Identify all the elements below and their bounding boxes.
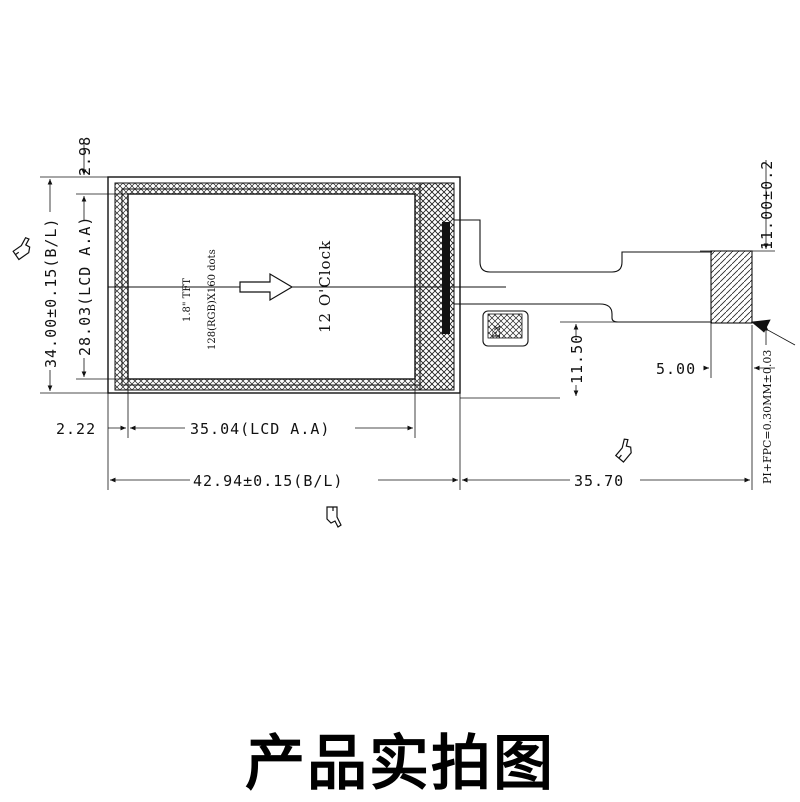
dim-top-offset: 2.98 [76,136,94,176]
driver-ic [442,222,450,334]
pointing-hand-icon [12,236,31,261]
fpc-thickness-note: PI+FPC=0.30MM±0.03 [761,350,774,484]
dim-fpc-position: 11.50 [568,334,586,384]
dimension-lines [40,140,796,490]
pointing-hand-icon [614,438,632,463]
connector-mark: Ex [492,325,503,338]
lcd-outline [107,176,461,394]
dim-stiffener: 5.00 [656,360,696,378]
dim-fpc-length: 35.70 [574,472,624,490]
dim-active-height: 28.03(LCD A.A) [76,216,94,356]
dim-outline-width: 42.94±0.15(B/L) [193,472,343,490]
fpc-cable: Ex [454,219,753,347]
fpc-connector-inner [487,313,523,339]
orientation-arrow [239,272,294,302]
caption-title: 产品实拍图 [245,729,555,799]
panel-resolution-label: 128(RGB)X160 dots [207,249,218,350]
dim-fpc-height: 11.00±0.2 [758,160,776,250]
dim-active-width: 35.04(LCD A.A) [190,420,330,438]
dim-outline-height: 34.00±0.15(B/L) [42,218,60,368]
pointing-hand-icon [326,506,342,528]
orientation-label: 12 O'Clock [316,240,334,333]
fpc-stiffener [710,250,753,324]
dim-left-offset: 2.22 [56,420,96,438]
lcd-module [107,176,506,394]
panel-type-label: 1.8" TFT [182,278,193,322]
